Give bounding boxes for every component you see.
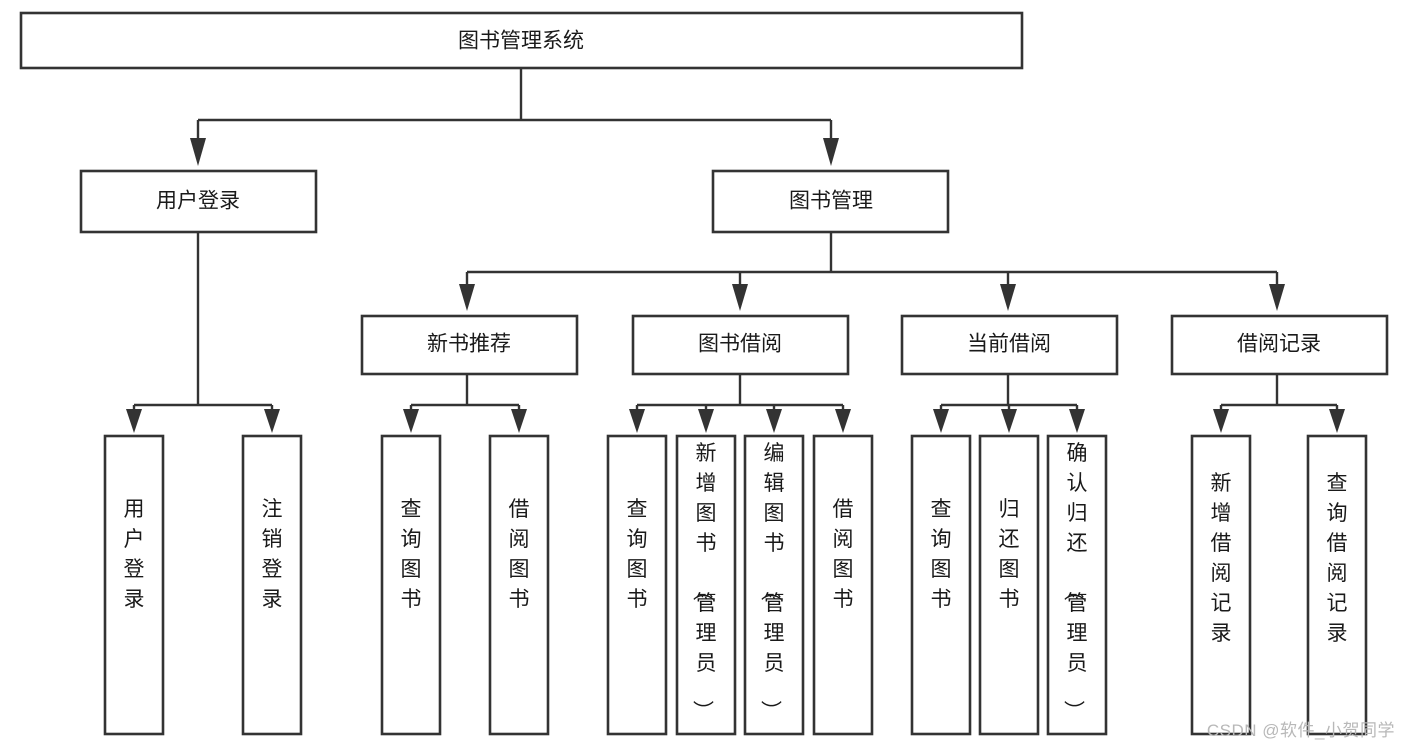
node-book-borrow[interactable]: 图书借阅 <box>631 314 850 376</box>
node-leaf-query-book-3-box[interactable] <box>910 434 972 736</box>
node-leaf-query-book-2[interactable]: 查询图书 <box>606 434 668 736</box>
node-leaf-borrow-book-2-label: 借阅图书 <box>833 498 854 611</box>
node-leaf-borrow-book-2-box[interactable] <box>812 434 874 736</box>
node-leaf-user-login-label: 用户登录 <box>124 498 145 611</box>
arrow-head-leaf-return-book <box>1001 409 1017 433</box>
node-root-box[interactable] <box>19 11 1024 70</box>
node-leaf-add-record-label: 新增借阅记录 <box>1211 472 1232 645</box>
arrow-head-leaf-borrow-book-2 <box>835 409 851 433</box>
node-root-label: 图书管理系统 <box>458 30 584 53</box>
node-current-borrow-label: 当前借阅 <box>967 333 1051 356</box>
node-book-manage-label: 图书管理 <box>789 190 873 213</box>
node-leaf-query-book-1[interactable]: 查询图书 <box>380 434 442 736</box>
node-leaf-query-book-1-label: 查询图书 <box>401 498 422 611</box>
arrow-head-leaf-edit-book <box>766 409 782 433</box>
node-book-borrow-label: 图书借阅 <box>698 333 782 356</box>
node-leaf-return-book-label: 归还图书 <box>999 498 1020 611</box>
node-new-book-rec-label: 新书推荐 <box>427 333 511 356</box>
node-leaf-borrow-book-1-box[interactable] <box>488 434 550 736</box>
node-leaf-add-record-box[interactable] <box>1190 434 1252 736</box>
node-leaf-query-book-2-label: 查询图书 <box>627 498 648 611</box>
node-leaf-logout-login-box[interactable] <box>241 434 303 736</box>
node-leaf-user-login-box[interactable] <box>103 434 165 736</box>
arrow-head-leaf-user-login <box>126 409 142 433</box>
node-leaf-return-book-box[interactable] <box>978 434 1040 736</box>
node-leaf-user-login[interactable]: 用户登录 <box>103 434 165 736</box>
arrow-head-leaf-logout-login <box>264 409 280 433</box>
arrow-head-leaf-query-record <box>1329 409 1345 433</box>
node-new-book-rec-box[interactable] <box>360 314 579 376</box>
node-leaf-borrow-book-2[interactable]: 借阅图书 <box>812 434 874 736</box>
node-leaf-query-book-3-label: 查询图书 <box>931 498 952 611</box>
node-leaf-edit-book[interactable]: 编辑图书（管理员） <box>743 434 805 736</box>
arrow-head-borrow-record <box>1269 284 1285 311</box>
node-leaf-add-book[interactable]: 新增图书（管理员） <box>675 434 737 736</box>
node-borrow-record-box[interactable] <box>1170 314 1389 376</box>
node-leaf-confirm-return-box[interactable] <box>1046 434 1108 736</box>
node-leaf-query-record-box[interactable] <box>1306 434 1368 736</box>
node-book-manage[interactable]: 图书管理 <box>711 169 950 234</box>
node-user-login-label: 用户登录 <box>156 190 240 213</box>
node-new-book-rec[interactable]: 新书推荐 <box>360 314 579 376</box>
csdn-watermark: CSDN @软件_小贺同学 <box>1206 721 1395 740</box>
node-leaf-confirm-return-label: 确认归还（管理员） <box>1062 442 1088 721</box>
node-book-borrow-box[interactable] <box>631 314 850 376</box>
arrow-head-new-book-rec <box>459 284 475 311</box>
arrow-head-leaf-query-book-1 <box>403 409 419 433</box>
arrow-head-book-manage <box>823 138 839 166</box>
node-leaf-logout-login[interactable]: 注销登录 <box>241 434 303 736</box>
node-current-borrow-box[interactable] <box>900 314 1119 376</box>
node-user-login-box[interactable] <box>79 169 318 234</box>
arrow-head-leaf-add-book <box>698 409 714 433</box>
arrow-head-user-login <box>190 138 206 166</box>
node-user-login[interactable]: 用户登录 <box>79 169 318 234</box>
connector-layer <box>126 68 1345 433</box>
node-leaf-borrow-book-1-label: 借阅图书 <box>509 498 530 611</box>
arrow-head-leaf-add-record <box>1213 409 1229 433</box>
arrow-head-leaf-query-book-3 <box>933 409 949 433</box>
node-leaf-query-book-2-box[interactable] <box>606 434 668 736</box>
node-book-manage-box[interactable] <box>711 169 950 234</box>
node-leaf-query-record-label: 查询借阅记录 <box>1327 472 1348 645</box>
node-leaf-edit-book-label: 编辑图书（管理员） <box>759 442 785 721</box>
node-leaf-logout-login-label: 注销登录 <box>262 498 283 611</box>
arrow-head-leaf-query-book-2 <box>629 409 645 433</box>
node-borrow-record-label: 借阅记录 <box>1237 333 1321 356</box>
node-leaf-query-book-1-box[interactable] <box>380 434 442 736</box>
node-leaf-edit-book-box[interactable] <box>743 434 805 736</box>
arrow-head-leaf-confirm-return <box>1069 409 1085 433</box>
node-leaf-add-book-label: 新增图书（管理员） <box>691 442 717 721</box>
node-leaf-add-record[interactable]: 新增借阅记录 <box>1190 434 1252 736</box>
node-leaf-query-record[interactable]: 查询借阅记录 <box>1306 434 1368 736</box>
node-leaf-add-book-box[interactable] <box>675 434 737 736</box>
node-leaf-query-book-3[interactable]: 查询图书 <box>910 434 972 736</box>
node-root[interactable]: 图书管理系统 <box>19 11 1024 70</box>
arrow-head-current-borrow <box>1000 284 1016 311</box>
arrow-head-leaf-borrow-book-1 <box>511 409 527 433</box>
node-leaf-confirm-return[interactable]: 确认归还（管理员） <box>1046 434 1108 736</box>
node-leaf-return-book[interactable]: 归还图书 <box>978 434 1040 736</box>
node-borrow-record[interactable]: 借阅记录 <box>1170 314 1389 376</box>
node-current-borrow[interactable]: 当前借阅 <box>900 314 1119 376</box>
node-leaf-borrow-book-1[interactable]: 借阅图书 <box>488 434 550 736</box>
arrow-head-book-borrow <box>732 284 748 311</box>
